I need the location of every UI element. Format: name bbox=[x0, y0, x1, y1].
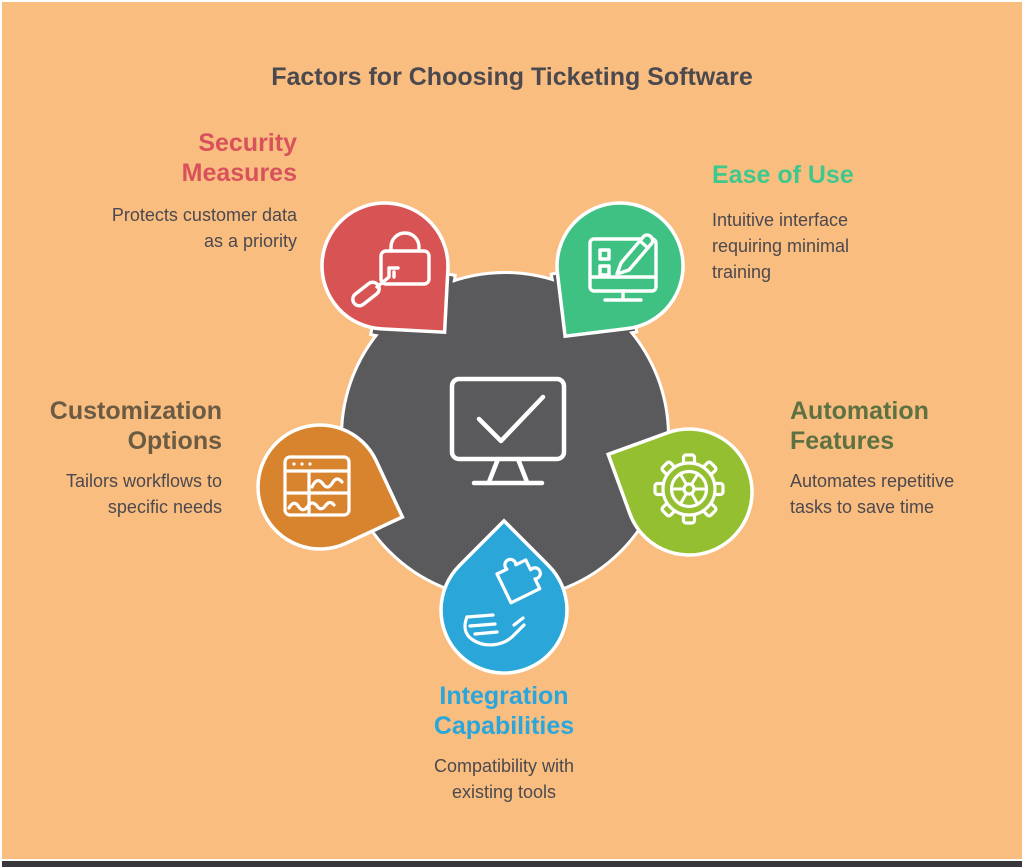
hand-puzzle-icon bbox=[463, 557, 542, 647]
petal-integration bbox=[439, 518, 569, 675]
gear-icon bbox=[653, 453, 725, 525]
footer-strip bbox=[2, 861, 1022, 867]
page-title: Factors for Choosing Ticketing Software bbox=[271, 63, 753, 91]
lock-key-icon bbox=[351, 231, 431, 308]
customization-heading: Customization Options bbox=[49, 397, 222, 455]
automation-description: Automates repetitive tasks to save time bbox=[790, 471, 955, 517]
security-heading: Security Measures bbox=[181, 129, 297, 187]
monitor-pencil-icon bbox=[588, 233, 658, 302]
integration-heading: Integration Capabilities bbox=[433, 682, 575, 740]
customization-description: Tailors workflows to specific needs bbox=[65, 471, 222, 517]
ease-of-use-heading: Ease of Use bbox=[712, 161, 854, 189]
security-description: Protects customer data as a priority bbox=[111, 205, 297, 251]
integration-description: Compatibility with existing tools bbox=[433, 756, 575, 802]
ease-of-use-description: Intuitive interface requiring minimal tr… bbox=[712, 210, 850, 282]
monitor-check-icon bbox=[449, 376, 567, 486]
browser-chart-icon bbox=[283, 455, 351, 517]
automation-heading: Automation Features bbox=[790, 397, 929, 455]
